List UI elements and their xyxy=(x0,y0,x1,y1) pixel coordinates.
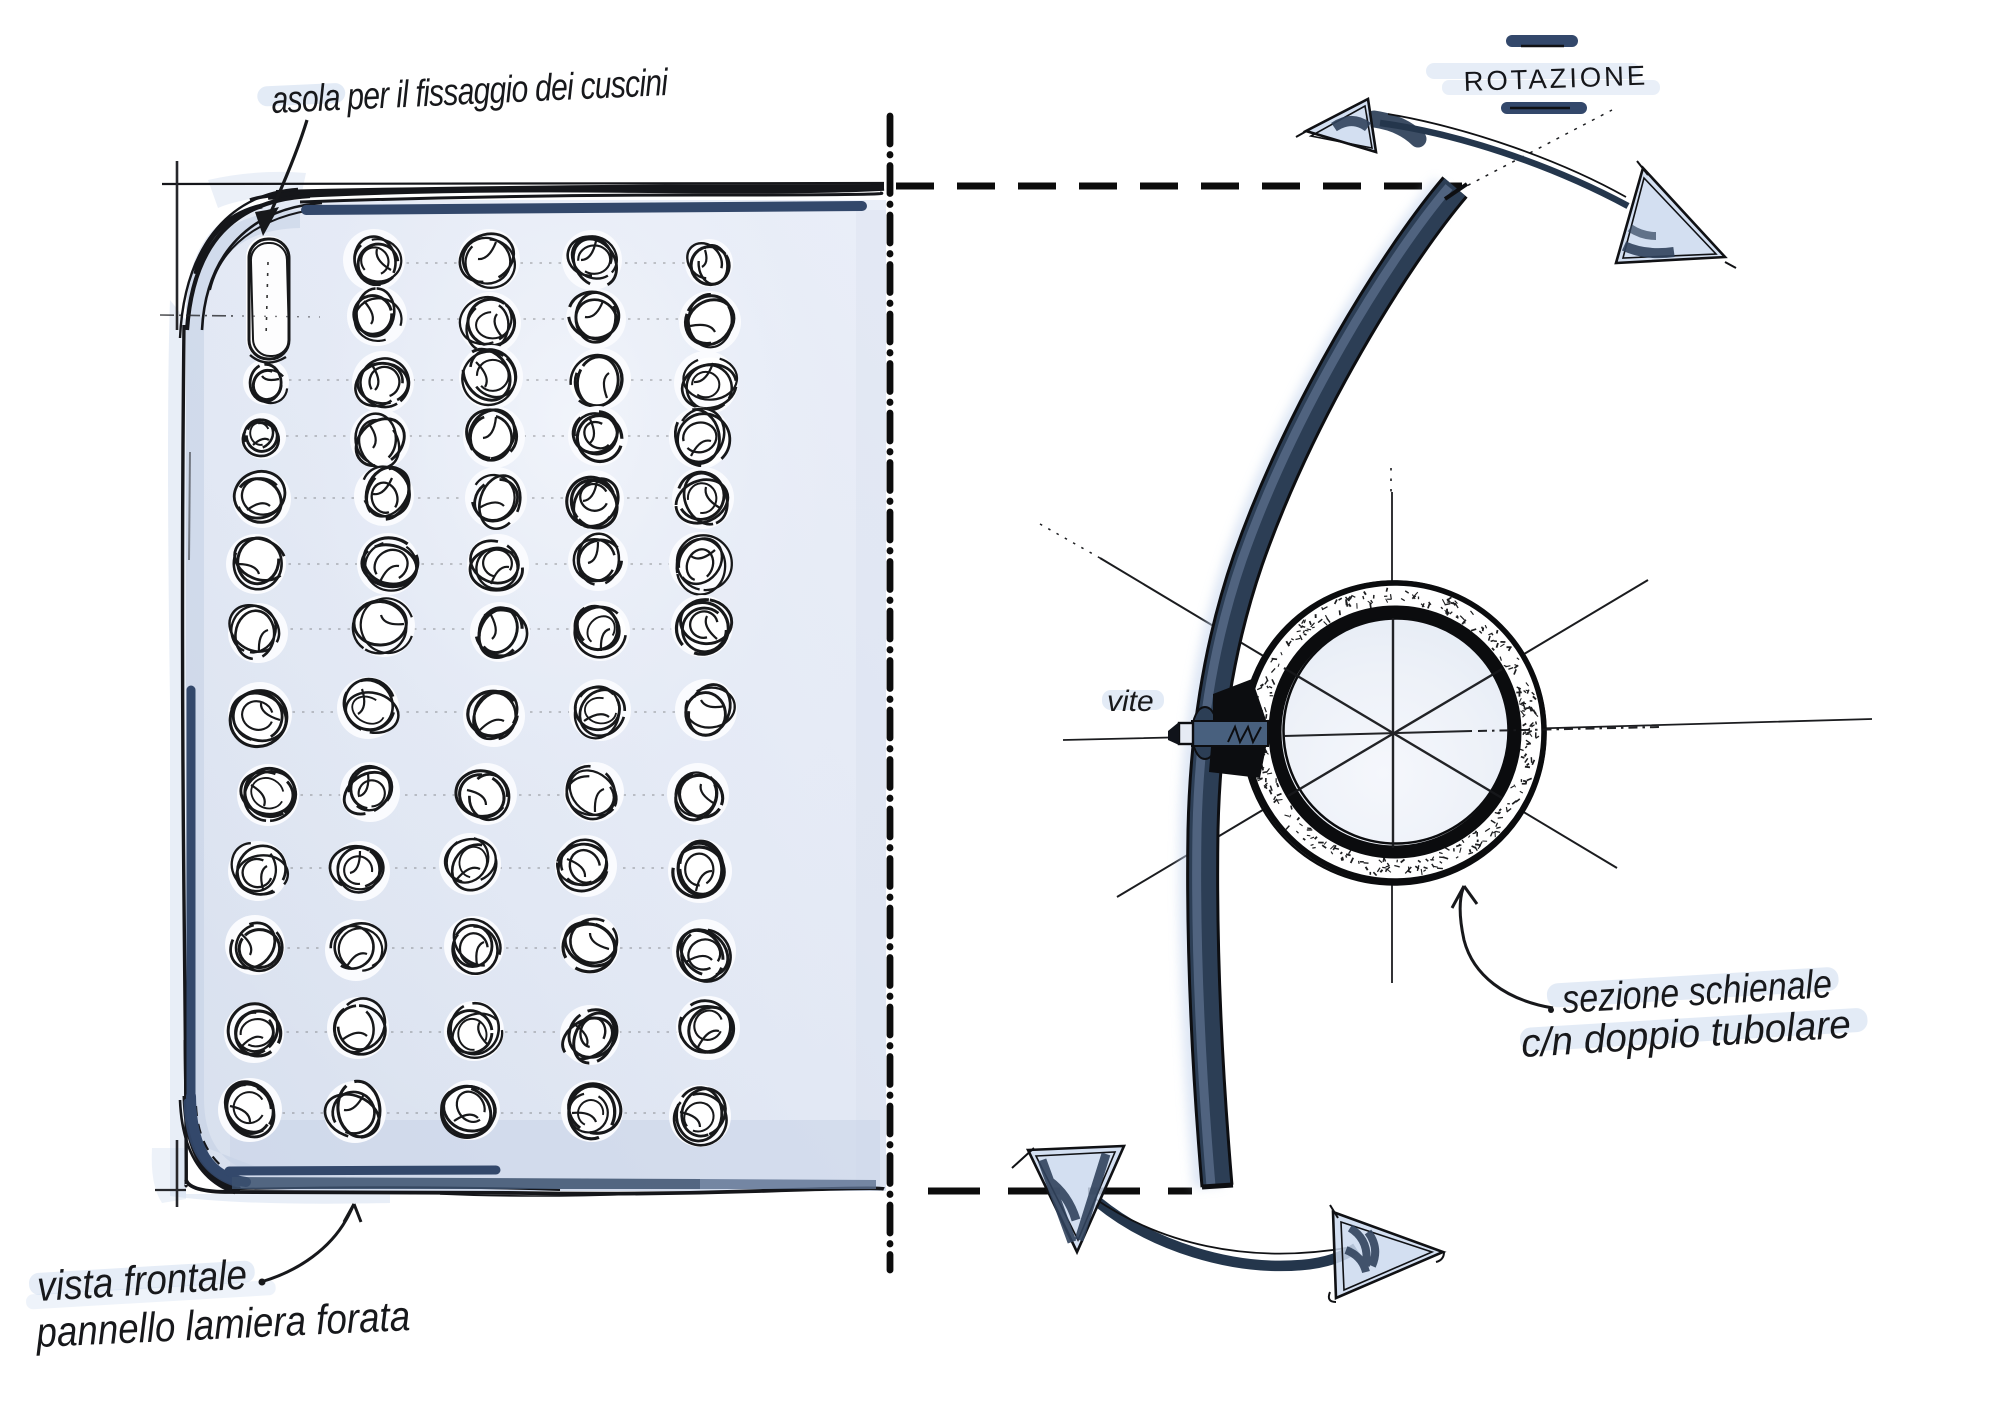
svg-text:ROTAZIONE: ROTAZIONE xyxy=(1463,60,1648,97)
svg-text:vite: vite xyxy=(1107,685,1154,718)
